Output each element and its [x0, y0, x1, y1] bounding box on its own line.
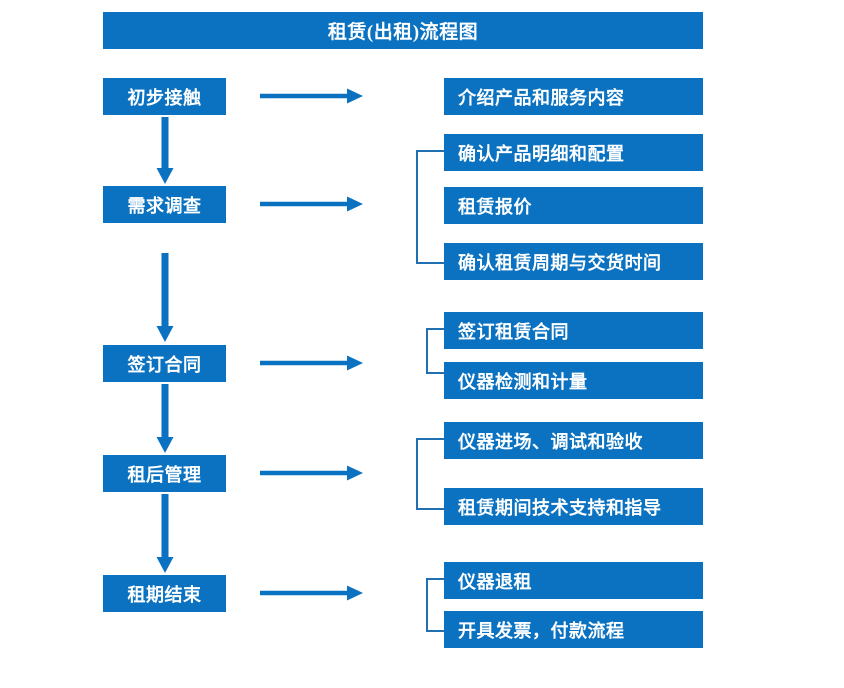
detail-box-9[interactable]: 仪器退租 — [444, 562, 703, 599]
detail-box-1[interactable]: 介绍产品和服务内容 — [444, 78, 703, 115]
detail-box-4[interactable]: 确认租赁周期与交货时间 — [444, 243, 703, 280]
stage-box-5[interactable]: 租期结束 — [103, 575, 226, 612]
vertical-arrow-1 — [155, 117, 175, 185]
detail-box-5[interactable]: 签订租赁合同 — [444, 312, 703, 349]
horizontal-arrow-2 — [260, 194, 364, 214]
vertical-arrow-3 — [155, 384, 175, 454]
detail-box-3[interactable]: 租赁报价 — [444, 187, 703, 224]
group-bracket-2 — [416, 150, 446, 264]
group-bracket-5 — [426, 578, 446, 632]
stage-box-4[interactable]: 租后管理 — [103, 455, 226, 492]
group-bracket-4 — [416, 438, 446, 510]
diagram-title-banner: 租赁(出租)流程图 — [103, 12, 703, 49]
detail-box-7[interactable]: 仪器进场、调试和验收 — [444, 422, 703, 459]
vertical-arrow-2 — [155, 253, 175, 343]
stage-box-1[interactable]: 初步接触 — [103, 78, 226, 115]
horizontal-arrow-4 — [260, 463, 364, 483]
stage-box-2[interactable]: 需求调查 — [103, 186, 226, 223]
stage-box-3[interactable]: 签订合同 — [103, 345, 226, 382]
group-bracket-3 — [426, 328, 446, 374]
horizontal-arrow-5 — [260, 583, 364, 603]
vertical-arrow-4 — [155, 494, 175, 574]
horizontal-arrow-3 — [260, 353, 364, 373]
detail-box-8[interactable]: 租赁期间技术支持和指导 — [444, 488, 703, 525]
detail-box-2[interactable]: 确认产品明细和配置 — [444, 134, 703, 171]
horizontal-arrow-1 — [260, 86, 364, 106]
detail-box-6[interactable]: 仪器检测和计量 — [444, 362, 703, 399]
detail-box-10[interactable]: 开具发票，付款流程 — [444, 611, 703, 648]
